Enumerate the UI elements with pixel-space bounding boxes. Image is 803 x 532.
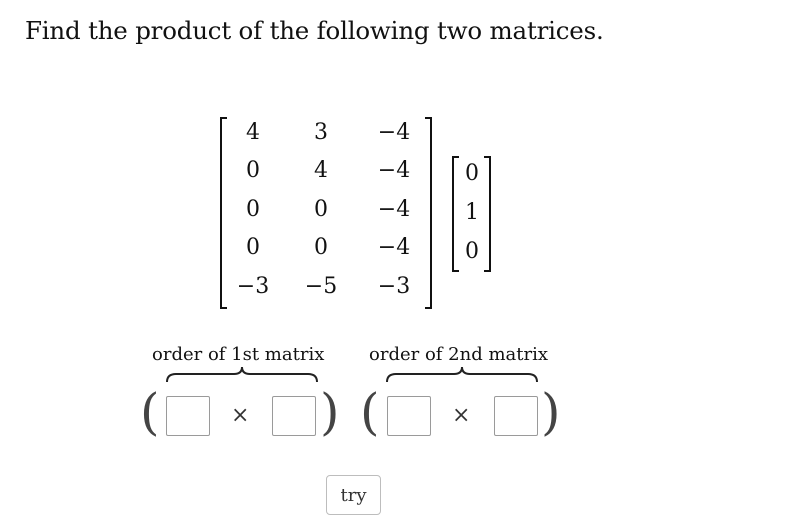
matrix-b-left-bracket	[452, 156, 459, 272]
matrix-cell: −3	[377, 274, 411, 299]
matrix-1-cols-input[interactable]	[272, 396, 316, 436]
order-1-label: order of 1st matrix	[152, 344, 325, 365]
order-2-label: order of 2nd matrix	[369, 344, 548, 365]
matrix-cell: 0	[246, 197, 260, 222]
matrix-cell: 0	[314, 235, 328, 260]
matrix-1-rows-input[interactable]	[166, 396, 210, 436]
matrix-a: 4 3 −4 0 4 −4 0 0 −4 0 0 −4 −3 −5 −3	[220, 117, 432, 309]
close-paren-1: )	[320, 383, 340, 441]
try-button[interactable]: try	[326, 475, 381, 515]
question-prompt: Find the product of the following two ma…	[25, 16, 604, 45]
matrix-cell: 0	[246, 235, 260, 260]
order-2-brace	[386, 366, 538, 383]
matrix-a-right-bracket	[425, 117, 432, 309]
matrix-cell: 4	[314, 158, 328, 183]
matrix-cell: −4	[377, 120, 411, 145]
close-paren-2: )	[541, 383, 561, 441]
matrix-b: 0 1 0	[452, 156, 491, 272]
matrix-cell: 0	[314, 197, 328, 222]
order-1-brace	[166, 366, 318, 383]
matrix-2-rows-input[interactable]	[387, 396, 431, 436]
matrix-cell: 0	[465, 239, 479, 264]
open-paren-1: (	[140, 383, 160, 441]
matrix-cell: −4	[377, 235, 411, 260]
times-symbol-1: ×	[231, 403, 250, 428]
matrix-cell: 1	[465, 200, 479, 225]
times-symbol-2: ×	[452, 403, 471, 428]
matrix-cell: 0	[465, 161, 479, 186]
matrix-cell: 0	[246, 158, 260, 183]
matrix-a-left-bracket	[220, 117, 227, 309]
matrix-b-right-bracket	[484, 156, 491, 272]
matrix-cell: −3	[236, 274, 270, 299]
matrix-2-cols-input[interactable]	[494, 396, 538, 436]
matrix-cell: 3	[314, 120, 328, 145]
matrix-cell: −5	[304, 274, 338, 299]
matrix-cell: −4	[377, 158, 411, 183]
matrix-cell: 4	[246, 120, 260, 145]
open-paren-2: (	[360, 383, 380, 441]
matrix-cell: −4	[377, 197, 411, 222]
